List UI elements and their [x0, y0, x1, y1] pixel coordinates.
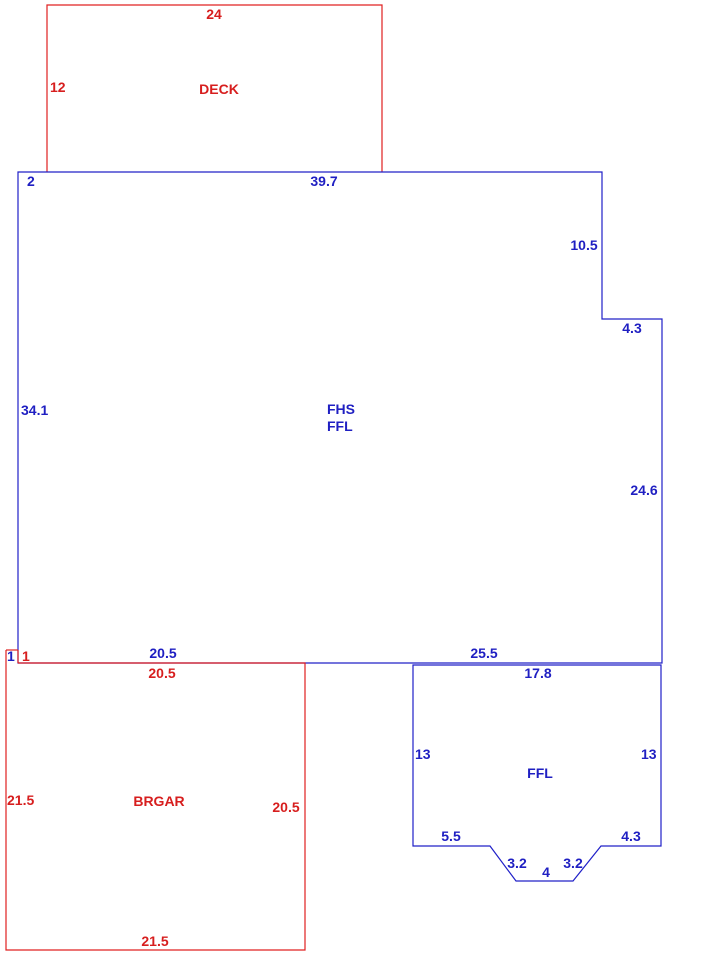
garage-left-dimension: 21.5 — [7, 792, 34, 808]
garage-area: 1 20.5 21.5 20.5 BRGAR 21.5 — [5, 648, 306, 951]
addition-bay-right-dimension: 3.2 — [563, 855, 583, 871]
house-left-dimension: 34.1 — [21, 402, 48, 418]
deck-side-dimension: 12 — [50, 79, 66, 95]
addition-right-dimension: 13 — [641, 746, 657, 762]
garage-bottom-dimension: 21.5 — [141, 933, 168, 949]
deck-area: 24 12 DECK — [46, 4, 383, 172]
addition-bay-left-dimension: 3.2 — [507, 855, 527, 871]
addition-left-dimension: 13 — [415, 746, 431, 762]
addition-label: FFL — [527, 765, 553, 781]
garage-top-dimension: 20.5 — [148, 665, 175, 681]
house-bottom-left-dimension: 20.5 — [149, 645, 176, 661]
addition-outline — [412, 664, 662, 882]
deck-label: DECK — [199, 81, 239, 97]
garage-right-dimension: 20.5 — [272, 799, 299, 815]
house-bottom-right-dimension: 25.5 — [470, 645, 497, 661]
addition-bottom-left-dimension: 5.5 — [441, 828, 461, 844]
garage-outline — [5, 650, 306, 951]
addition-top-dimension: 17.8 — [524, 665, 551, 681]
deck-top-dimension: 24 — [206, 6, 222, 22]
house-corner-dimension-b: 1 — [22, 648, 30, 664]
house-step-dimension: 4.3 — [622, 320, 642, 336]
house-label-line2: FFL — [327, 418, 353, 434]
house-right-lower-dimension: 24.6 — [630, 482, 657, 498]
addition-bottom-right-dimension: 4.3 — [621, 828, 641, 844]
house-top-dimension: 39.7 — [310, 173, 337, 189]
garage-label: BRGAR — [133, 793, 184, 809]
house-label-line1: FHS — [327, 401, 355, 417]
house-top-corner-dimension: 2 — [27, 173, 35, 189]
house-corner-dimension-a: 1 — [7, 648, 15, 664]
deck-outline — [46, 4, 383, 172]
addition-bay-bottom-dimension: 4 — [542, 864, 550, 880]
house-area: 2 39.7 10.5 4.3 34.1 24.6 FHS FFL 20.5 2… — [7, 171, 663, 664]
house-right-upper-dimension: 10.5 — [570, 237, 597, 253]
addition-area: 17.8 13 13 FFL 5.5 4.3 3.2 4 3.2 — [412, 664, 662, 882]
